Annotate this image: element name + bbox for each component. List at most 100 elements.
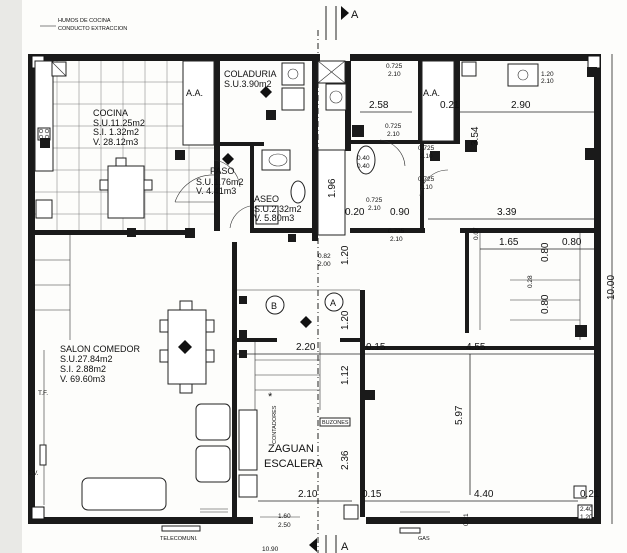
grid-circle-a: [324, 292, 344, 312]
washer-icon: [281, 87, 305, 111]
sofa-icon: [81, 477, 167, 511]
dim-040a: 0.40: [357, 155, 370, 162]
right-shaft-icon: [461, 61, 477, 77]
living-light-icon: [178, 340, 192, 354]
dim-0725-low: 0.725: [388, 228, 405, 235]
column: [266, 110, 276, 120]
circle-a-label: A: [330, 298, 336, 308]
kitchen-table-icon: [107, 165, 145, 219]
dim-597: 5.97: [454, 405, 465, 425]
interior-walls: [35, 61, 595, 517]
right-lower-room: [365, 233, 587, 513]
dim-080b: 0.80: [540, 294, 551, 314]
grid-circle-b: [265, 295, 285, 315]
dim-0725-top-a: 0.725: [386, 63, 403, 70]
dim-210-top-a: 2.10: [388, 71, 401, 78]
living-room: T.F. T.V. SALON COMEDOR S.U.27.84m2 S.I.…: [28, 228, 231, 513]
aa-left-label: A.A.: [186, 88, 203, 98]
dim-240: 2.40: [580, 506, 593, 513]
toilet-vol: V. 5.80m3: [254, 213, 294, 223]
right-top-room: A.A.: [419, 60, 597, 197]
dim-007: 0.07: [473, 227, 480, 240]
dim-1090: 10.90: [262, 546, 279, 553]
outer-walls: [28, 54, 601, 524]
column: [365, 390, 375, 400]
column: [587, 67, 597, 77]
stair-label-line1: ZAGUAN: [268, 443, 314, 455]
meter-panel-icon: [238, 474, 258, 498]
armchair-icon: [195, 445, 231, 483]
washbasin-icon: [281, 62, 305, 86]
telecom-label: TELECOMUNI.: [160, 536, 198, 542]
hall-toilet: PASO S.U.1.76m2 V. 4.41m3 ASEO S.U.2.32m…: [196, 149, 306, 242]
kitchen-room: A.A. COCINA S.U.11.25m2 S.I. 1.32m2 V. 2…: [34, 60, 215, 237]
dim-021-bot: 0.21: [580, 489, 600, 500]
section-arrow-bottom: [309, 538, 317, 552]
dim-015a: 0.15: [366, 342, 386, 353]
column: [585, 148, 597, 160]
dim-210-aseo: 2.10: [368, 205, 381, 212]
mailbox-label: BUZONES: [322, 420, 349, 426]
column: [575, 325, 587, 337]
aseo-toilet-icon: [290, 180, 306, 204]
dim-0725-top-b: 0.725: [385, 123, 402, 130]
hall-drain-icon: [222, 153, 234, 165]
dim-440: 4.40: [474, 489, 494, 500]
dim-220: 2.20: [296, 342, 316, 353]
exhaust-note-line2: CONDUCTO EXTRACCION: [58, 26, 127, 32]
mailbox-icon: [319, 417, 351, 427]
aa-right-label: A.A.: [423, 88, 440, 98]
column: [239, 330, 247, 338]
dim-082: 0.82: [318, 253, 331, 260]
bath-door-swing: [379, 139, 406, 167]
dim-210-mid: 2.10: [420, 153, 433, 160]
dim-339: 3.39: [497, 207, 517, 218]
dim-210-right-top: 2.10: [420, 184, 433, 191]
dimension-annotations: 2.58 0.21 2.90 0.725 2.10 1.20 2.10 0.72…: [237, 54, 617, 529]
column: [127, 228, 136, 237]
dim-210-top-b: 2.10: [387, 131, 400, 138]
hall-door-swing: [213, 159, 241, 188]
dim-0725-mid: 0.725: [418, 145, 435, 152]
tv-label: T.V.: [28, 470, 39, 477]
living-vol: V. 69.60m3: [60, 374, 105, 384]
dim-021-top: 0.21: [440, 100, 460, 111]
dim-0725-right-top: 0.725: [418, 176, 435, 183]
dim-0725-aseo: 0.725: [366, 197, 383, 204]
dim-210-low: 2.10: [390, 236, 403, 243]
laundry-name: COLADURIA: [224, 69, 277, 79]
dim-354: 3.54: [470, 126, 481, 146]
hall-name: PASO: [210, 166, 234, 176]
central-shaft: 1.96 0.40 0.40: [317, 60, 406, 236]
stair-light-icon: [300, 316, 312, 328]
dim-112: 1.12: [340, 365, 351, 385]
fridge-icon: [35, 199, 53, 219]
section-label-top: A: [351, 9, 359, 21]
living-name: SALON COMEDOR: [60, 344, 141, 354]
right-sink-icon: [507, 63, 539, 87]
toilet-name: ASEO: [254, 194, 279, 204]
dim-210-right: 2.10: [541, 78, 554, 85]
kitchen-vol: V. 28.12m3: [93, 137, 138, 147]
dim-028: 0.28: [527, 275, 534, 288]
dim-120-right: 1.20: [541, 71, 554, 78]
column: [430, 151, 440, 161]
column: [465, 140, 477, 152]
dim-290: 2.90: [511, 100, 531, 111]
stair-arrow-mark: *: [268, 391, 273, 403]
dim-080a: 0.80: [562, 237, 582, 248]
exhaust-note-line1: HUMOS DE COCINA: [58, 18, 111, 24]
living-su: S.U.27.84m2: [60, 354, 113, 364]
toilet-icon: [261, 149, 291, 171]
bottom-annotations: TELECOMUNI. GAS 10.90 A: [160, 525, 430, 553]
dim-455: 4.55: [466, 342, 486, 353]
dim-021-side: 0.21: [463, 513, 470, 526]
tf-label: T.F.: [38, 390, 48, 397]
drain-icon: [260, 86, 272, 98]
section-label-bottom: A: [341, 541, 349, 553]
column: [288, 234, 296, 242]
paper-edge: [0, 0, 22, 553]
column: [185, 228, 195, 238]
